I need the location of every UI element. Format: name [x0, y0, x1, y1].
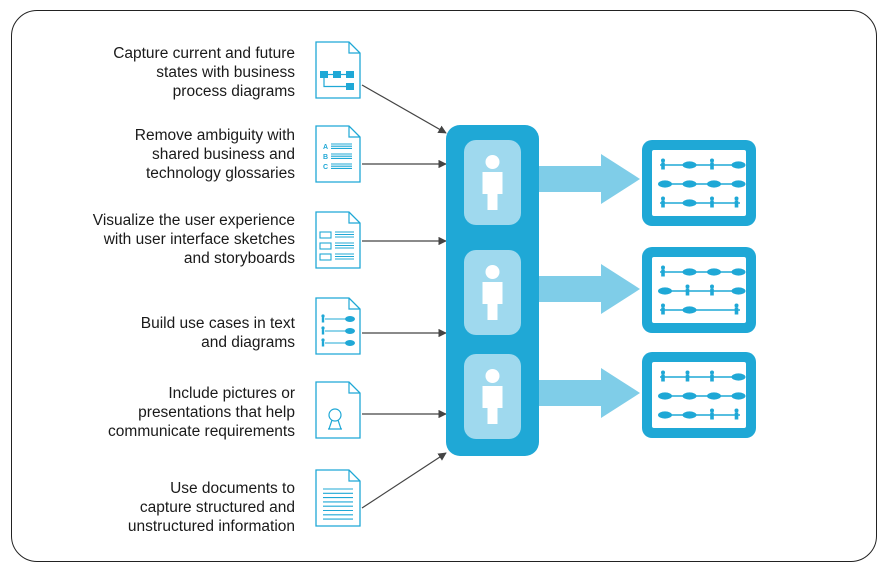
glossary-letter: B [323, 154, 328, 161]
use-case-flow-icon [642, 352, 756, 438]
flow-arrow [521, 264, 640, 314]
person-tile [464, 250, 521, 335]
glossary-document-icon: ABC [315, 125, 361, 183]
use-case-flow-icon [642, 140, 756, 226]
connector-arrow [361, 452, 447, 509]
person-icon [482, 369, 503, 424]
glossary-letter: A [323, 144, 328, 151]
person-icon [482, 155, 503, 210]
glossary-letter: C [323, 164, 328, 171]
flow-arrow [521, 154, 640, 204]
use-case-document-icon [315, 297, 361, 355]
use-case-flow-icon [642, 247, 756, 333]
diagram-frame [11, 10, 877, 562]
picture-document-icon [315, 381, 361, 439]
person-icon [482, 265, 503, 320]
ui-sketch-document-icon [315, 211, 361, 269]
text-document-icon [315, 469, 361, 527]
person-tile [464, 140, 521, 225]
flow-arrow [521, 368, 640, 418]
connector-arrow [361, 84, 447, 134]
process-diagram-document-icon [315, 41, 361, 99]
person-tile [464, 354, 521, 439]
